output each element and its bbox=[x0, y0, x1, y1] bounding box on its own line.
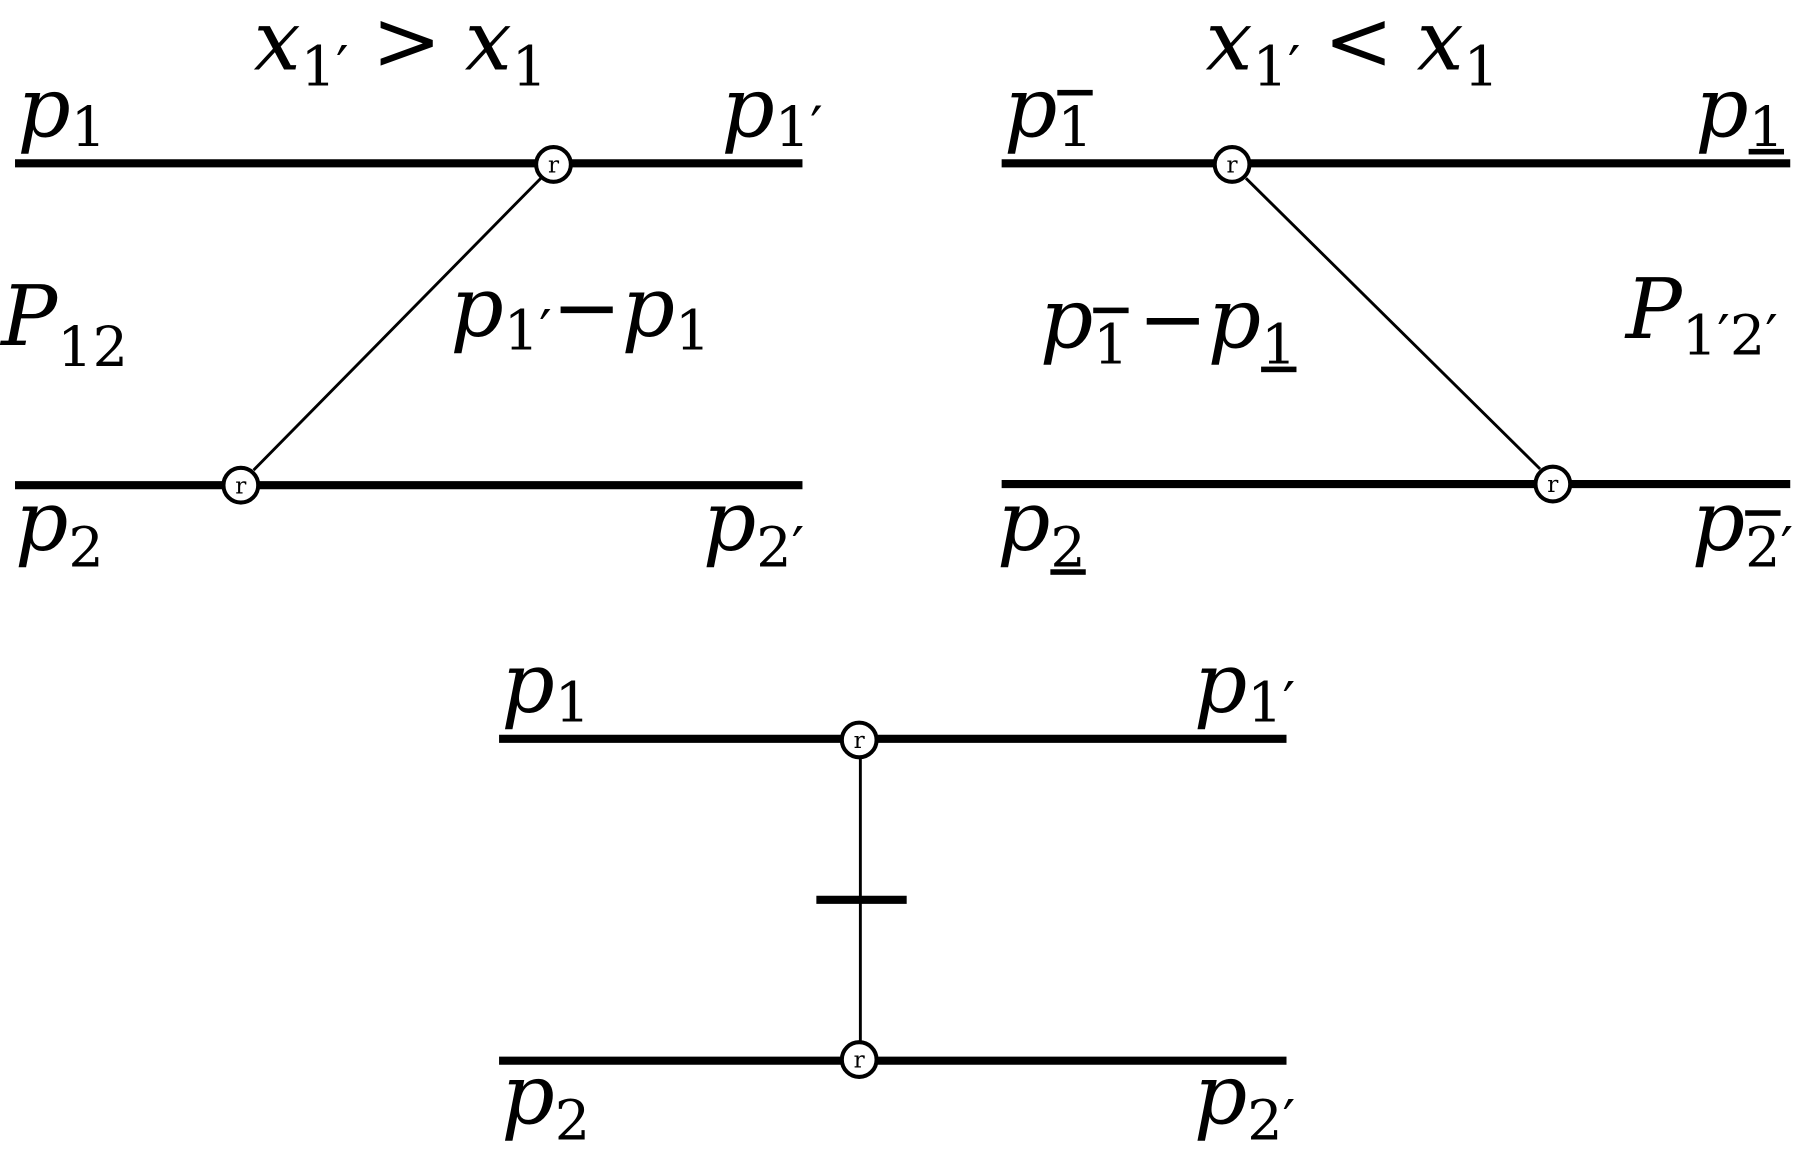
label-p2underline: p2 bbox=[997, 473, 1086, 580]
label-p2prime: p2′ bbox=[1194, 1046, 1295, 1153]
svg-text:r: r bbox=[1547, 472, 1559, 498]
label-p2: p2 bbox=[501, 1046, 590, 1153]
label-p1prime: p1′ bbox=[1194, 635, 1295, 735]
label-p1underline: p1 bbox=[1695, 60, 1784, 160]
vertex: r bbox=[1533, 464, 1573, 504]
label-p2bar-prime: p2′ bbox=[1692, 473, 1793, 580]
vertex: r bbox=[839, 1040, 879, 1079]
vertex: r bbox=[534, 145, 573, 184]
svg-text:r: r bbox=[854, 728, 866, 754]
exchange-line bbox=[1244, 177, 1542, 471]
vertex: r bbox=[1212, 145, 1252, 184]
svg-text:r: r bbox=[548, 153, 560, 179]
vertex: r bbox=[839, 720, 879, 760]
panel-x1prime-greater: x1′>x1 r r p1 p1′ p2 p2′ P12 p1′−p1 bbox=[0, 0, 823, 580]
label-p1: p1 bbox=[501, 635, 590, 735]
label-p1prime: p1′ bbox=[721, 60, 822, 160]
panel-title: x1′>x1 bbox=[254, 0, 548, 100]
svg-text:r: r bbox=[1227, 153, 1239, 179]
label-P1prime2prime: P1′2′ bbox=[1624, 261, 1778, 368]
label-p1bar: p1 bbox=[1004, 60, 1093, 160]
panel-title: x1′<x1 bbox=[1205, 0, 1499, 100]
panel-x1prime-less: x1′<x1 r r p1 p1 p2 p2′ P1′2′ p1−p1 bbox=[997, 0, 1793, 580]
label-p2prime: p2′ bbox=[703, 473, 804, 580]
label-p1: p1 bbox=[17, 60, 106, 160]
vertex: r bbox=[221, 465, 261, 505]
label-momentum-transfer: p1′−p1 bbox=[450, 259, 710, 364]
label-momentum-transfer: p1−p1 bbox=[1040, 270, 1297, 377]
svg-text:r: r bbox=[235, 473, 247, 499]
label-P12: P12 bbox=[0, 268, 128, 380]
exchange-line bbox=[252, 177, 542, 472]
panel-instantaneous: r r p1 p1′ p2 p2′ bbox=[499, 635, 1295, 1153]
svg-text:r: r bbox=[854, 1048, 866, 1074]
label-p2: p2 bbox=[15, 473, 104, 580]
